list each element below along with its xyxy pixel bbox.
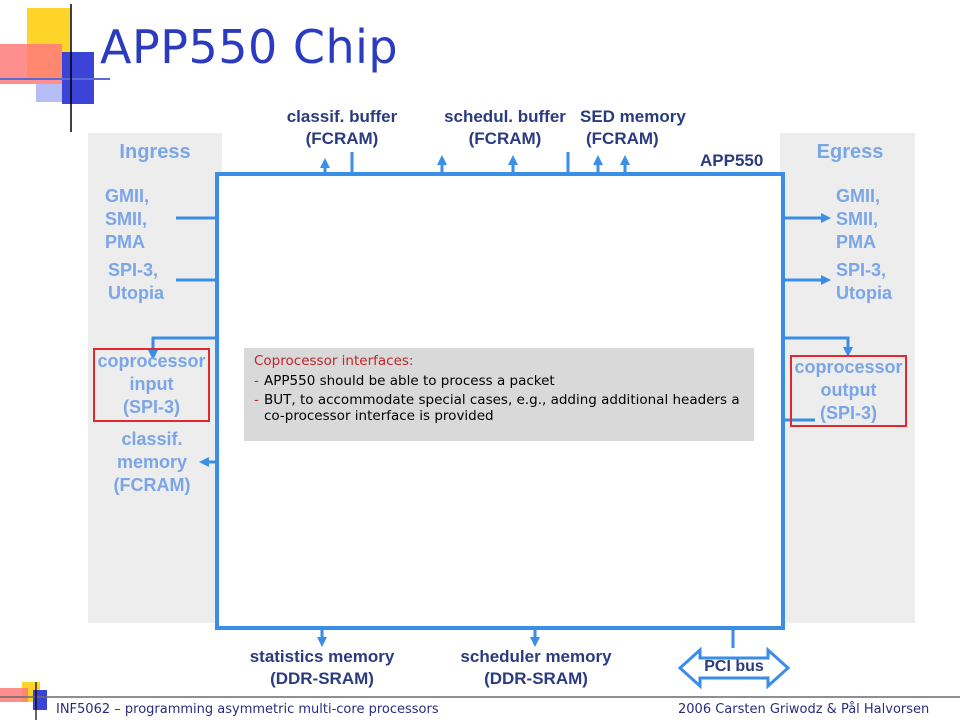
coprocessor-callout: Coprocessor interfaces: APP550 should be… xyxy=(244,348,754,441)
classif-memory-label: classif. memory (FCRAM) xyxy=(113,429,191,495)
corner-decoration-top xyxy=(0,4,110,132)
ingress-panel xyxy=(88,133,222,623)
corner-decoration-bottom xyxy=(0,682,960,720)
coproc-input-label: coprocessor input (SPI-3) xyxy=(97,351,206,417)
chip-label: APP550 xyxy=(700,151,764,170)
ingress-ports-gmii: GMII, SMII, PMA xyxy=(105,186,149,252)
egress-panel xyxy=(780,133,915,623)
statistics-memory-label: statistics memory (DDR-SRAM) xyxy=(249,647,395,688)
pci-bus-label: PCI bus xyxy=(704,658,764,675)
callout-item: BUT, to accommodate special cases, e.g.,… xyxy=(254,392,744,424)
coproc-output-arrow xyxy=(785,336,853,357)
coproc-output-highlight xyxy=(790,355,907,427)
egress-ports-spi: SPI-3, Utopia xyxy=(836,260,892,303)
egress-header: Egress xyxy=(816,141,884,163)
page-title: APP550 Chip xyxy=(100,20,399,74)
callout-item: APP550 should be able to process a packe… xyxy=(254,373,744,389)
schedul-buffer-label: schedul. buffer (FCRAM) xyxy=(444,107,566,148)
footer-authors: 2006 Carsten Griwodz & Pål Halvorsen xyxy=(678,702,930,717)
coproc-output-label: coprocessor output (SPI-3) xyxy=(794,357,903,423)
ingress-ports-spi: SPI-3, Utopia xyxy=(108,260,164,303)
callout-heading: Coprocessor interfaces: xyxy=(254,353,414,369)
egress-ports-gmii: GMII, SMII, PMA xyxy=(836,186,880,252)
sed-memory-label: SED memory (FCRAM) xyxy=(580,107,686,148)
footer-course: INF5062 – programming asymmetric multi-c… xyxy=(56,702,439,717)
scheduler-memory-label: scheduler memory (DDR-SRAM) xyxy=(460,647,612,688)
pci-bus-double-arrow xyxy=(677,646,791,690)
classif-buffer-label: classif. buffer (FCRAM) xyxy=(286,107,398,148)
ingress-header: Ingress xyxy=(119,141,191,163)
coproc-input-highlight xyxy=(93,348,210,422)
